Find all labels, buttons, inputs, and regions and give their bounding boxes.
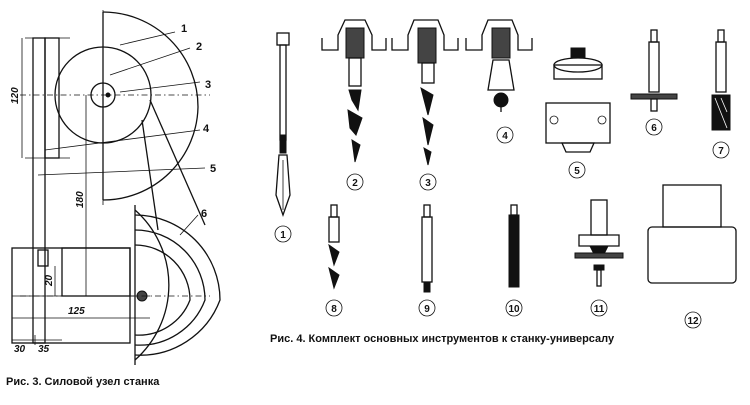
dimension-125: 125 [68, 306, 85, 317]
leader-4 [44, 129, 201, 151]
item-number-9: 9 [424, 304, 430, 315]
belt-right [149, 99, 206, 226]
item-number-11: 11 [594, 304, 605, 315]
tool-6 [630, 29, 678, 112]
tool-8 [328, 204, 340, 290]
item-number-10: 10 [508, 304, 520, 315]
dimension-35: 35 [38, 344, 50, 355]
top-guard [102, 11, 199, 201]
tool-11 [574, 199, 624, 287]
item-number-1: 1 [280, 230, 286, 241]
figure-4-caption: Рис. 4. Комплект основных инструментов к… [270, 333, 615, 345]
figure-3-caption: Рис. 3. Силовой узел станка [6, 376, 160, 388]
tool-4 [465, 19, 533, 112]
tool-10 [508, 204, 520, 288]
figure-3-drawing [11, 10, 221, 365]
callout-5: 5 [210, 163, 216, 175]
callout-6: 6 [201, 208, 207, 220]
item-number-12: 12 [687, 316, 699, 327]
tool-9 [421, 204, 433, 293]
lower-guard [134, 209, 170, 361]
leader-3 [119, 81, 201, 93]
lower-pulley-mid [134, 229, 206, 346]
bolt-head [37, 249, 49, 267]
callout-4: 4 [203, 123, 210, 135]
tool-5 [545, 47, 611, 153]
tool-1 [275, 32, 291, 217]
leader-2 [109, 47, 191, 76]
item-markers [274, 118, 730, 329]
item-number-6: 6 [651, 123, 657, 134]
dimension-30: 30 [14, 344, 26, 355]
tool-2 [321, 19, 387, 163]
item-number-3: 3 [425, 178, 431, 189]
motor-housing [61, 247, 131, 297]
item-number-2: 2 [352, 178, 358, 189]
leader-5 [37, 167, 206, 176]
item-number-7: 7 [718, 146, 724, 157]
item-number-4: 4 [502, 131, 508, 142]
dimension-20: 20 [44, 274, 55, 287]
dimension-180: 180 [75, 191, 86, 208]
item-number-8: 8 [331, 304, 337, 315]
tool-3 [391, 19, 459, 166]
callout-2: 2 [196, 41, 202, 53]
tool-12 [647, 184, 737, 284]
leader-1 [119, 31, 176, 46]
tool-7 [711, 29, 731, 131]
callout-1: 1 [181, 23, 187, 35]
leader-6 [179, 214, 199, 236]
belt-left [141, 119, 159, 231]
lower-pulley-outer [134, 214, 221, 356]
dimension-120: 120 [10, 87, 21, 104]
callout-3: 3 [205, 79, 211, 91]
lower-pulley-inner [134, 244, 191, 336]
frame-plate [44, 37, 60, 159]
frame-post [32, 37, 46, 344]
item-number-5: 5 [574, 166, 580, 177]
